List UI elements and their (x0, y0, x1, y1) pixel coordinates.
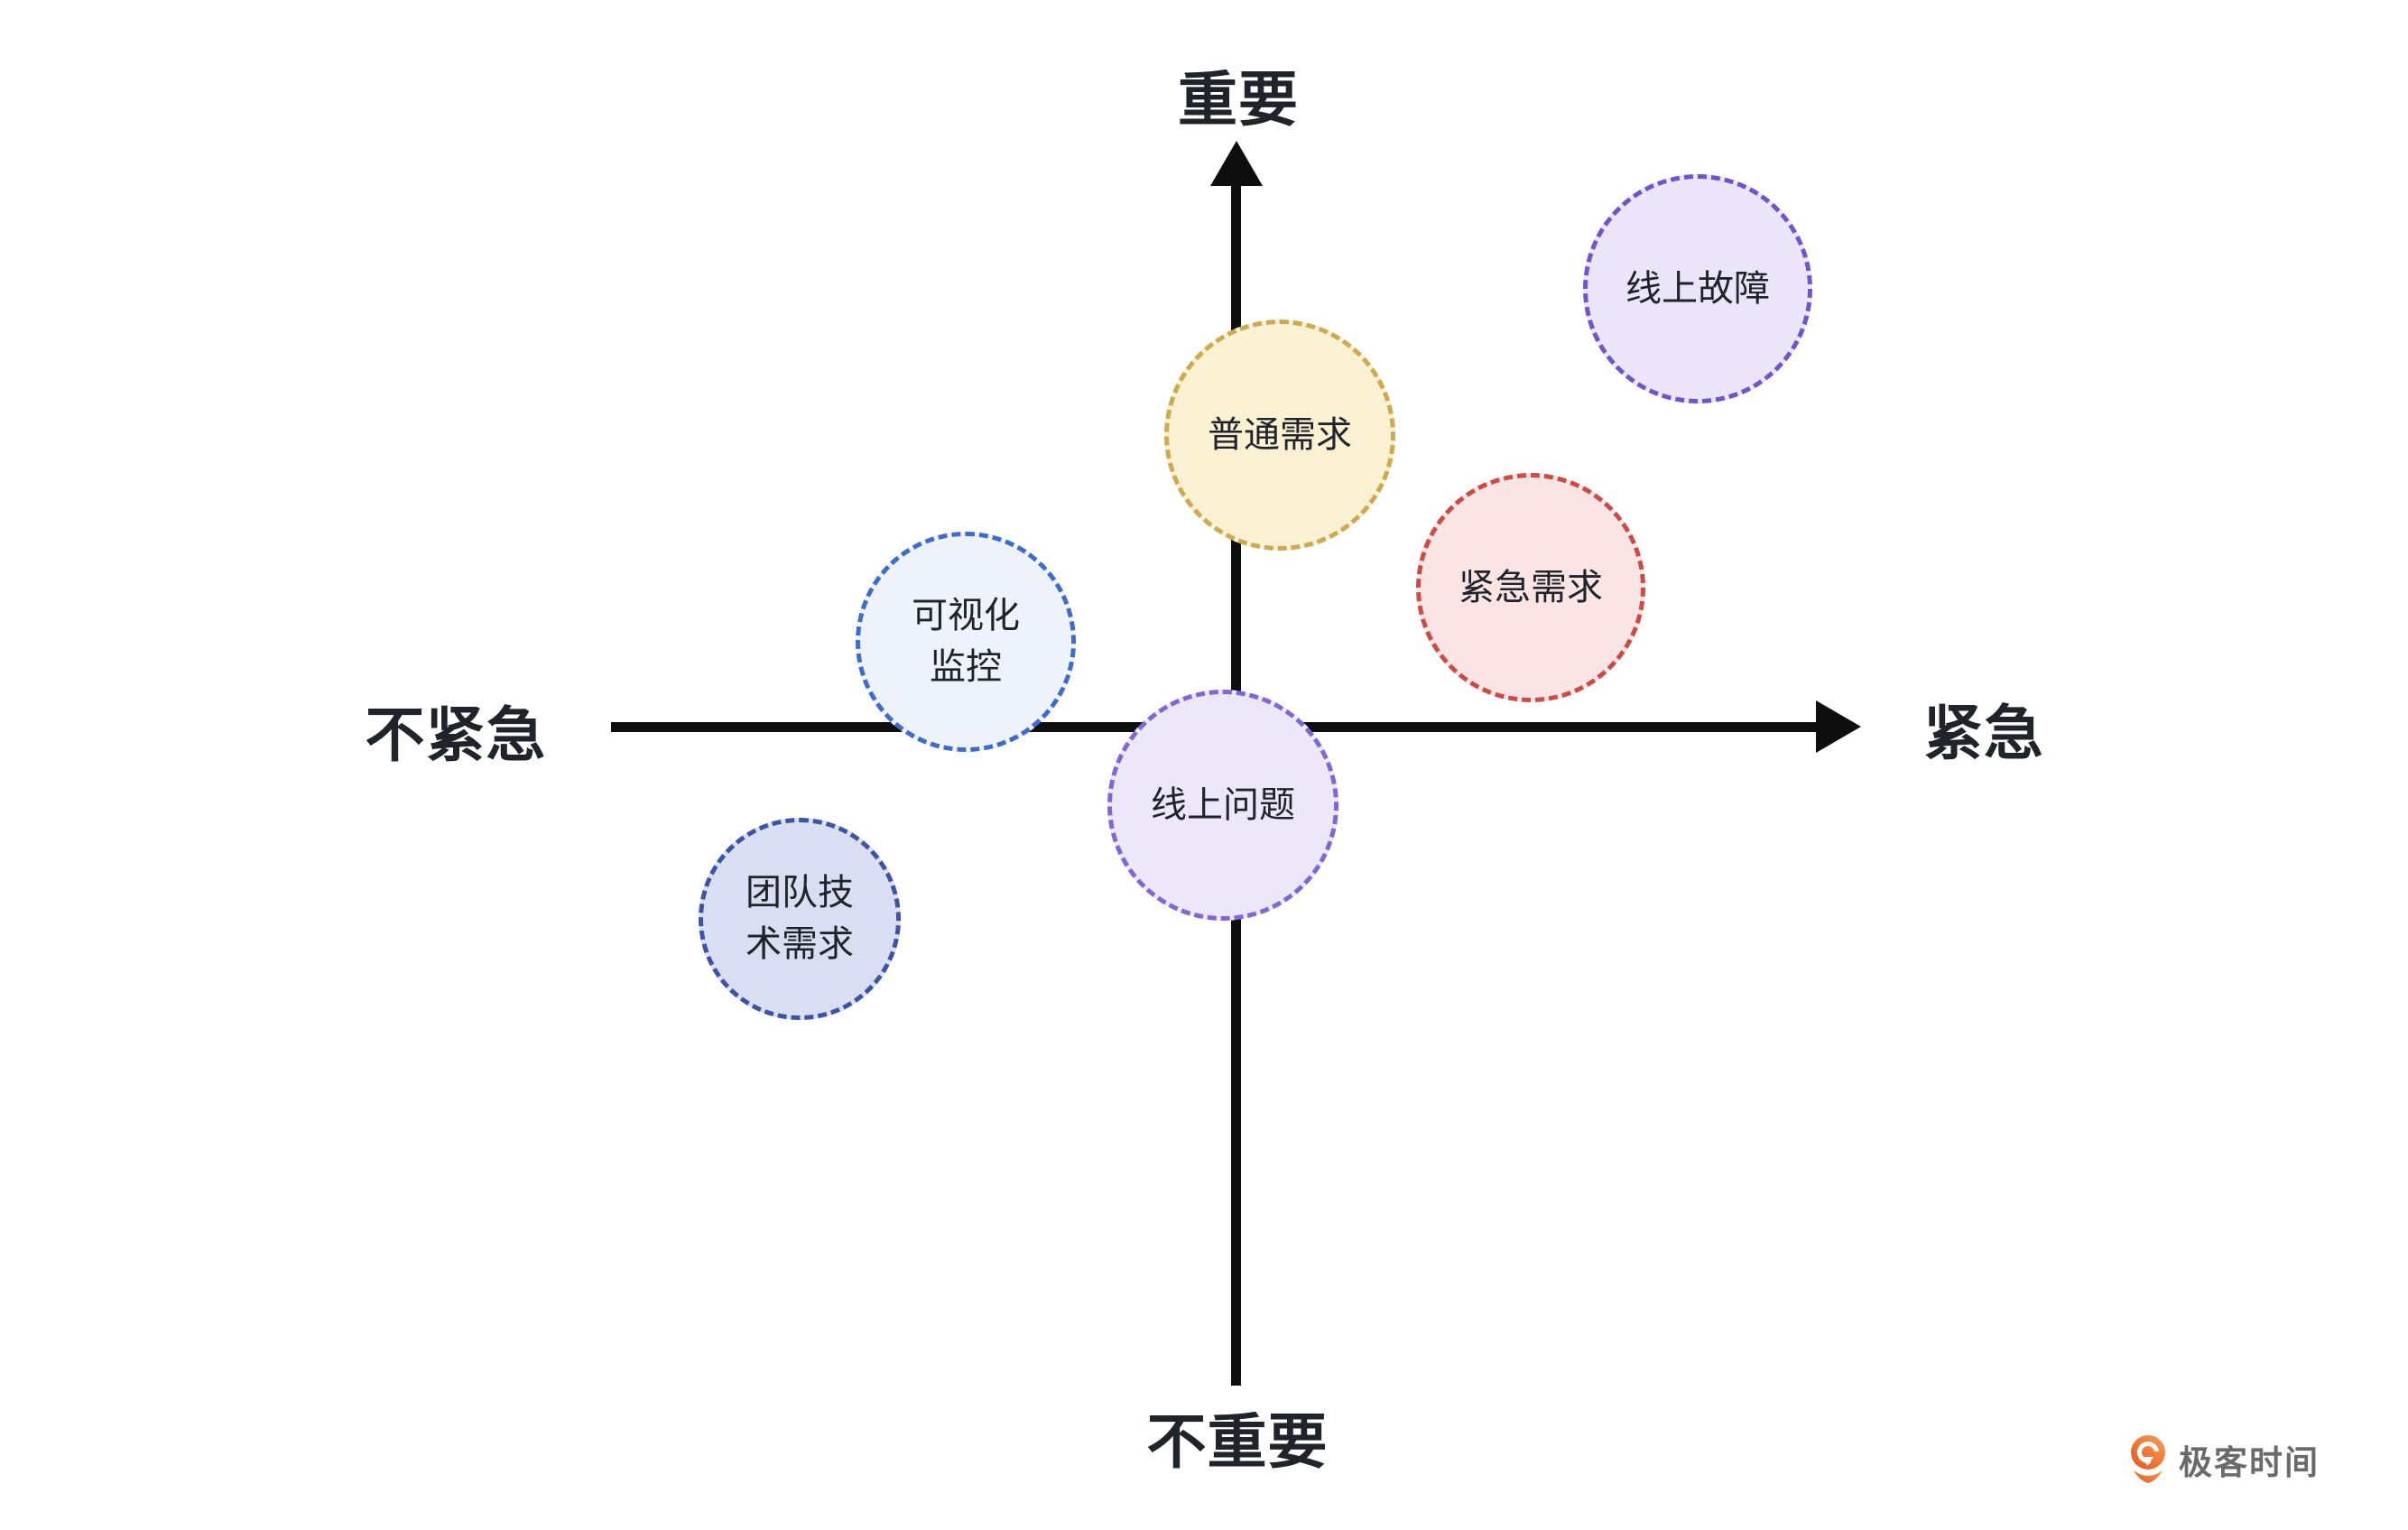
geektime-logo-text: 极客时间 (2179, 1444, 2320, 1481)
axis-label-not-important: 不重要 (1146, 1408, 1329, 1475)
axis-label-important: 重要 (1178, 66, 1299, 133)
bubble-label: 普通需求 (1208, 414, 1352, 455)
bubble-label: 线上问题 (1151, 784, 1295, 825)
up-arrowhead-icon (1210, 141, 1263, 186)
bubble-online-problem: 线上问题 (1107, 690, 1338, 921)
bubble-normal-requirement: 普通需求 (1164, 320, 1395, 551)
axis-label-urgent: 紧急 (1923, 700, 2044, 766)
bubble-label: 监控 (930, 647, 1002, 687)
right-arrowhead-icon (1816, 700, 1861, 753)
geektime-watermark: 极客时间 (2130, 1435, 2320, 1484)
bubble-label: 紧急需求 (1459, 567, 1603, 607)
bubble-online-failure: 线上故障 (1583, 174, 1812, 403)
bubble-team-tech-requirement: 团队技术需求 (699, 818, 901, 1020)
bubble-label: 线上故障 (1625, 268, 1770, 309)
axis-label-not-urgent: 不紧急 (365, 701, 547, 768)
bubble-label: 团队技 (746, 873, 854, 913)
geektime-logo-icon (2131, 1435, 2165, 1483)
bubble-visualization-monitoring: 可视化监控 (856, 532, 1076, 752)
bubble-label: 术需求 (746, 924, 854, 964)
bubble-urgent-requirement: 紧急需求 (1416, 473, 1645, 702)
bubble-label: 可视化 (912, 596, 1020, 636)
